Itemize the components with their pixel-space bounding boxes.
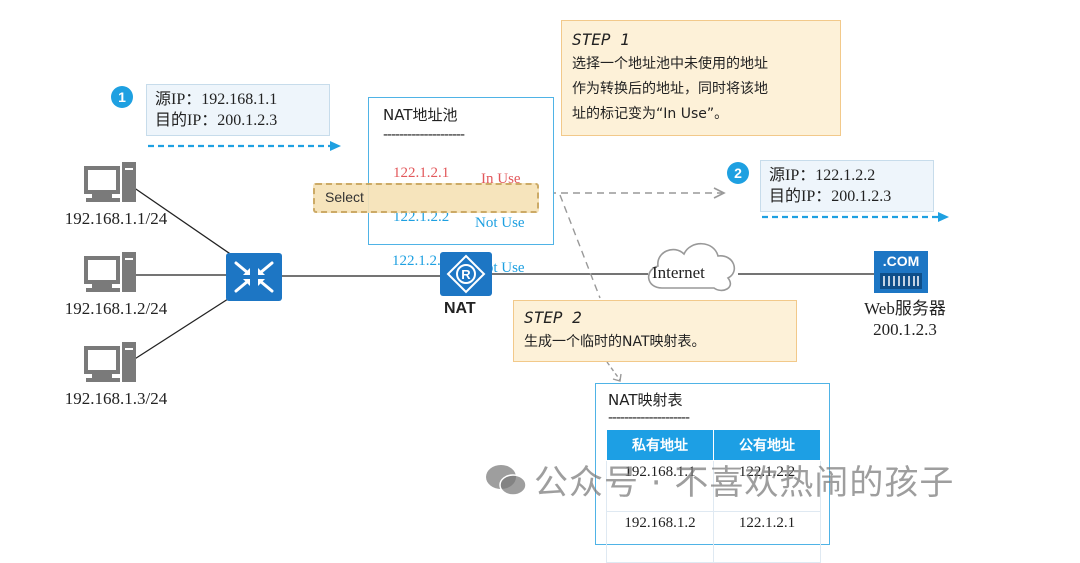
step2-title: STEP 2 — [524, 308, 582, 327]
map-cell-public: 122.1.2.1 — [713, 511, 821, 563]
watermark-text: 公众号 · 不喜欢热闹的孩子 — [534, 463, 955, 503]
pool-entry-ip: 122.1.2.2 — [393, 209, 450, 225]
step-badge-1: 1 — [111, 86, 133, 108]
map-header-private: 私有地址 — [606, 429, 714, 461]
server-badge: .COM — [882, 253, 920, 269]
step1-line-1: 选择一个地址池中未使用的地址 — [572, 56, 768, 72]
router-symbol-icon: R — [446, 254, 486, 294]
internet-label: Internet — [652, 263, 705, 282]
wechat-icon — [486, 465, 527, 496]
pc-icon — [84, 342, 136, 382]
packet2-src: 源IP：122.1.2.2 — [769, 167, 876, 184]
host-label: 192.168.1.3/24 — [64, 389, 168, 408]
web-server-icon: .COM — [874, 251, 928, 293]
pool-entry-ip: 122.1.2.3 — [392, 253, 449, 269]
step1-line-3: 址的标记变为“In Use”。 — [572, 106, 729, 122]
pool-entry-ip: 122.1.2.1 — [393, 165, 450, 181]
internet-cloud-icon — [647, 242, 736, 292]
step2-box: STEP 2 生成一个临时的NAT映射表。 — [513, 300, 797, 362]
map-cell-private: 192.168.1.2 — [606, 511, 714, 563]
step1-line-2: 作为转换后的地址，同时将该地 — [572, 81, 768, 97]
server-slots-icon — [880, 273, 922, 289]
packet2-dst: 目的IP：200.1.2.3 — [769, 188, 892, 205]
connection-lines — [129, 141, 949, 382]
switch-arrows-icon — [234, 261, 274, 293]
select-highlight: Select — [313, 183, 539, 213]
nat-label: NAT — [444, 300, 476, 317]
step2-to-map-arrow — [606, 361, 621, 381]
step1-box: STEP 1 选择一个地址池中未使用的地址 作为转换后的地址，同时将该地 址的标… — [561, 20, 841, 136]
pool-title: NAT地址池 — [383, 106, 458, 124]
host-label: 192.168.1.1/24 — [64, 209, 168, 228]
link-pc3-switch — [129, 289, 243, 363]
server-name: Web服务器 — [864, 299, 946, 318]
map-title: NAT映射表 — [608, 391, 683, 409]
server-label: Web服务器 200.1.2.3 — [842, 298, 968, 340]
map-divider: -------------------- — [608, 410, 690, 426]
step1-title: STEP 1 — [572, 30, 630, 49]
svg-text:R: R — [461, 267, 471, 282]
switch-icon — [226, 253, 282, 301]
packet1-dst: 目的IP：200.1.2.3 — [155, 112, 278, 129]
pool-divider: -------------------- — [383, 127, 465, 143]
pool-entry-status: Not Use — [475, 215, 525, 231]
packet1-info: 源IP：192.168.1.1 目的IP：200.1.2.3 — [146, 84, 330, 136]
host-label: 192.168.1.2/24 — [64, 299, 168, 318]
select-label: Select — [325, 189, 364, 205]
router-icon: R — [440, 252, 492, 296]
pc-icon — [84, 162, 136, 202]
packet2-info: 源IP：122.1.2.2 目的IP：200.1.2.3 — [760, 160, 934, 212]
select-to-step2-line — [559, 194, 601, 299]
nat-address-pool: NAT地址池 -------------------- 122.1.2.1 In… — [368, 97, 554, 245]
pc-icon — [84, 252, 136, 292]
link-pc1-switch — [129, 184, 243, 263]
step-badge-2: 2 — [727, 162, 749, 184]
table-row: 192.168.1.2 122.1.2.1 — [606, 511, 821, 563]
step2-text: 生成一个临时的NAT映射表。 — [524, 334, 706, 350]
map-cell-private: 192.168.1.1 — [606, 460, 714, 512]
map-header-public: 公有地址 — [713, 429, 821, 461]
packet1-src: 源IP：192.168.1.1 — [155, 91, 278, 108]
server-ip: 200.1.2.3 — [873, 320, 937, 339]
